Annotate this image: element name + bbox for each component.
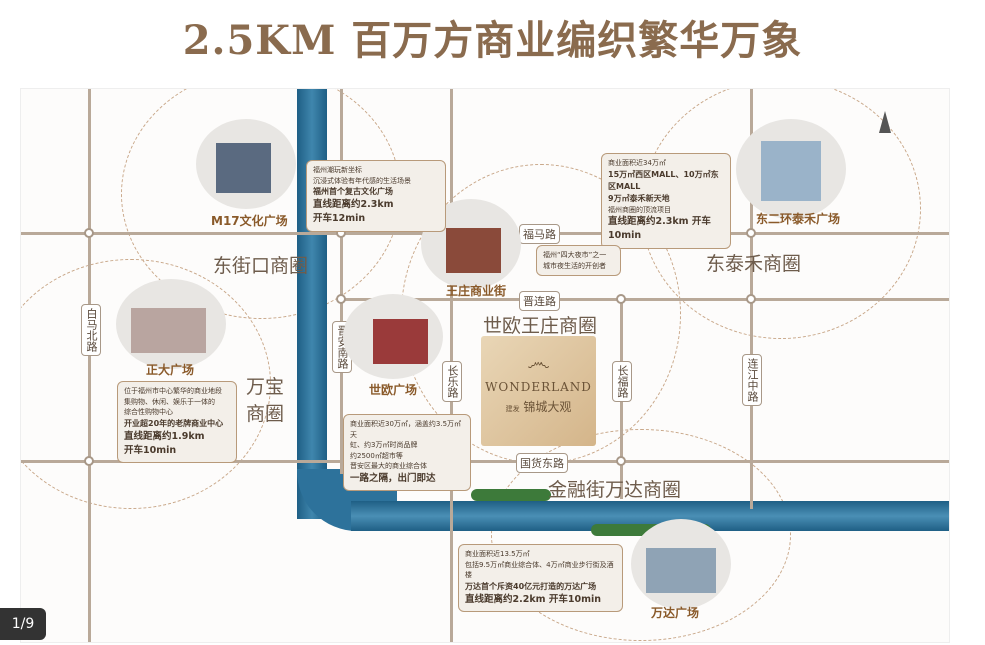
road-label-changle: 长乐路 <box>442 361 462 402</box>
image-counter: 1/9 <box>0 608 46 640</box>
zone-circle-wanda <box>491 429 791 641</box>
zone-label-dongtaihe: 东泰禾商圈 <box>706 253 802 275</box>
info-line: 商业面积近13.5万㎡ <box>465 550 530 558</box>
swirl-icon: ෴ <box>527 348 550 376</box>
page-title: 2.5KM 百万方商业编织繁华万象 <box>182 17 803 64</box>
info-box-wanda: 商业面积近13.5万㎡ 包括9.5万㎡商业综合体、4万㎡商业步行街及酒楼 万达首… <box>458 544 623 612</box>
zone-label-wanbao-1: 万宝 <box>246 376 285 398</box>
road-node <box>616 456 626 466</box>
info-line: 福州首个复古文化广场 <box>313 187 393 196</box>
info-line: 位于福州市中心繁华的商业地段 <box>124 387 222 395</box>
info-line: 直线距离约2.3km 开车10min <box>608 216 711 242</box>
road-node <box>84 228 94 238</box>
info-line: 福州商圈的顶流项目 <box>608 205 671 214</box>
road-node <box>84 456 94 466</box>
info-line: 直线距离约2.3km <box>313 199 394 210</box>
logo-brand: 建发 <box>505 405 520 413</box>
road-node <box>616 294 626 304</box>
photo-zhengda <box>116 279 226 369</box>
road-node <box>746 294 756 304</box>
road-label-jinan: 晋安南路 <box>332 321 352 373</box>
road-guohuo <box>21 460 949 463</box>
photo-dongerhuan <box>736 119 846 219</box>
info-line: 开车10min <box>124 444 177 456</box>
place-label-shiou: 世欧广场 <box>369 383 418 397</box>
info-line: 商业面积近30万㎡，涵盖约3.5万㎡天 <box>350 420 462 439</box>
info-box-wangzhuang: 福州“四大夜市”之一 城市夜生活的开创者 <box>536 245 621 276</box>
river <box>297 89 327 519</box>
road-node <box>336 294 346 304</box>
location-map: 福马路 晋连路 国货东路 白马北路 晋安南路 长乐路 长福路 连江中路 东街口商… <box>20 88 950 643</box>
info-line: 9万㎡泰禾新天地 <box>608 193 670 203</box>
info-line: 福州潮玩新坐标 <box>313 166 362 174</box>
place-label-zhengda: 正大广场 <box>146 363 195 377</box>
place-label-wangzhuang: 王庄商业街 <box>446 284 507 298</box>
logo-cn: 锦城大观 <box>523 400 572 414</box>
zone-label-shiou: 世欧王庄商圈 <box>483 315 598 337</box>
info-line: 15万㎡西区MALL、10万㎡东区MALL <box>608 169 719 191</box>
photo-shiou <box>343 294 443 379</box>
trees <box>471 489 551 501</box>
info-box-zhengda: 位于福州市中心繁华的商业地段 集购物、休闲、娱乐于一体的 综合性购物中心 开业超… <box>117 381 237 463</box>
info-line: 城市夜生活的开创者 <box>543 261 606 270</box>
place-label-dongerhuan: 东二环泰禾广场 <box>756 212 841 226</box>
road-label-jinlian: 晋连路 <box>519 291 560 311</box>
info-box-shiou: 商业面积近30万㎡，涵盖约3.5万㎡天 虹、约3万㎡时尚品牌 约2500㎡超市等… <box>343 414 471 491</box>
zone-label-dongjiekou: 东街口商圈 <box>213 255 309 277</box>
road-node <box>746 228 756 238</box>
info-line: 开车12min <box>313 213 366 225</box>
road-label-changfu: 长福路 <box>612 361 632 402</box>
photo-wanda <box>631 519 731 609</box>
info-line: 集购物、休闲、娱乐于一体的 <box>124 397 215 406</box>
road-label-lianjiang: 连江中路 <box>742 354 762 406</box>
info-line: 虹、约3万㎡时尚品牌 <box>350 441 418 449</box>
place-label-wanda: 万达广场 <box>651 606 700 620</box>
road-jinan <box>340 89 343 474</box>
place-label-m17: M17文化广场 <box>211 214 288 228</box>
info-line: 直线距离约1.9km <box>124 430 205 442</box>
info-line: 万达首个斥资40亿元打造的万达广场 <box>465 581 597 591</box>
zone-label-wanbao-2: 商圈 <box>246 403 285 425</box>
info-line: 沉浸式体验有年代感的生活场景 <box>313 176 411 185</box>
info-line: 包括9.5万㎡商业综合体、4万㎡商业步行街及酒楼 <box>465 560 614 580</box>
info-line: 开业超20年的老牌商业中心 <box>124 418 224 428</box>
road-jinlian <box>341 298 949 301</box>
road-baima <box>88 89 91 642</box>
zone-label-jinrongjie: 金融街万达商圈 <box>548 479 682 501</box>
info-line: 直线距离约2.2km 开车10min <box>465 593 601 605</box>
logo-cn-row: 建发 锦城大观 <box>481 398 596 415</box>
project-logo: ෴ WONDERLAND 建发 锦城大观 <box>481 336 596 446</box>
info-box-m17: 福州潮玩新坐标 沉浸式体验有年代感的生活场景 福州首个复古文化广场 直线距离约2… <box>306 160 446 232</box>
info-line: 约2500㎡超市等 <box>350 451 403 460</box>
info-line: 商业面积近34万㎡ <box>608 159 666 167</box>
road-label-fuma: 福马路 <box>519 224 560 244</box>
road-label-guohuo: 国货东路 <box>516 453 568 473</box>
photo-m17 <box>196 119 296 209</box>
road-label-baima: 白马北路 <box>81 304 101 356</box>
north-arrow-icon <box>879 111 891 133</box>
info-line: 晋安区最大的商业综合体 <box>350 462 427 470</box>
info-line: 一路之隔，出门即达 <box>350 472 436 484</box>
info-box-taihe: 商业面积近34万㎡ 15万㎡西区MALL、10万㎡东区MALL 9万㎡泰禾新天地… <box>601 153 731 249</box>
info-line: 福州“四大夜市”之一 <box>543 251 607 259</box>
info-line: 综合性购物中心 <box>124 408 173 416</box>
logo-en: WONDERLAND <box>485 380 592 394</box>
